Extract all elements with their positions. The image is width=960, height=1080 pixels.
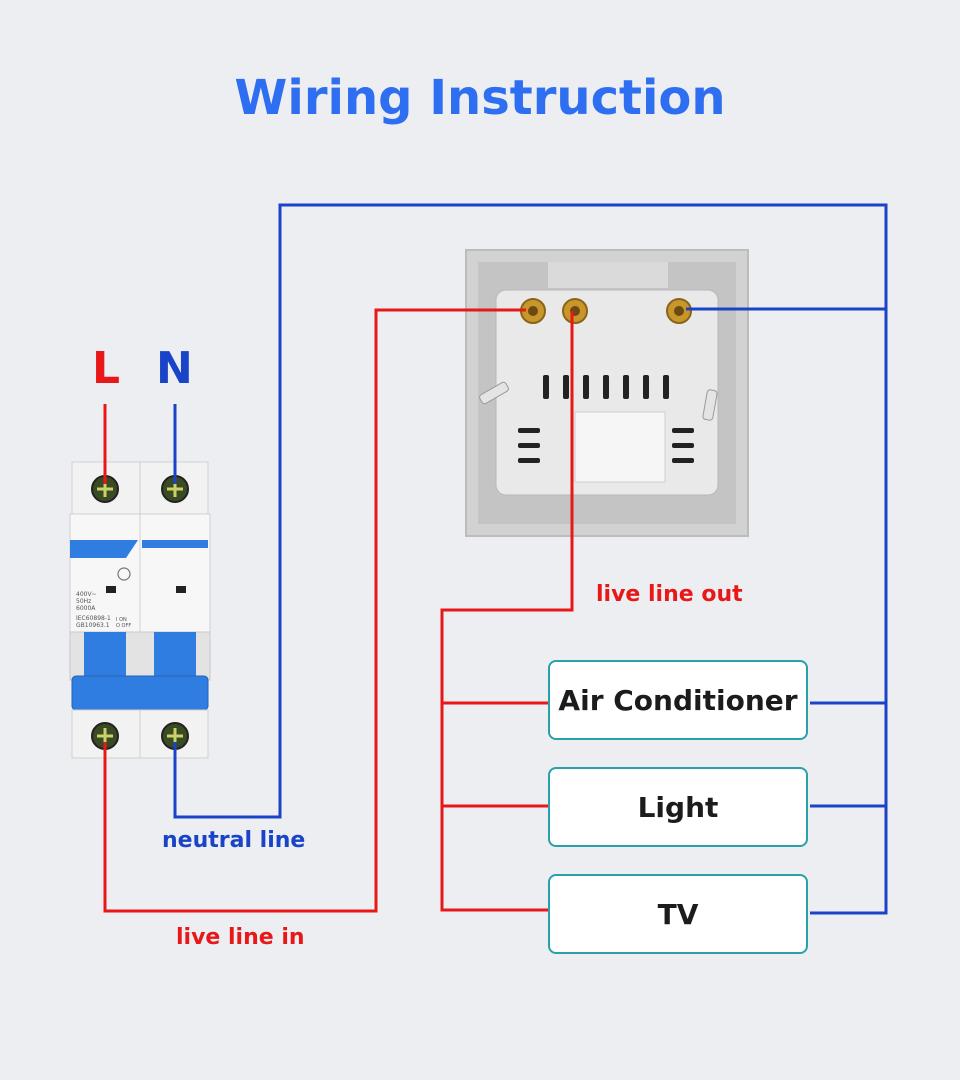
breaker-toggle — [71, 675, 209, 711]
live-pole-label: L — [92, 343, 121, 394]
switch-terminal-n — [666, 298, 692, 324]
live-line-out-label: live line out — [596, 582, 743, 607]
breaker-print-1: 400V~ — [76, 591, 97, 598]
load-tv: TV — [548, 874, 808, 954]
load-light: Light — [548, 767, 808, 847]
breaker-print-5: GB10963.1 — [76, 622, 110, 629]
live-wire-in — [103, 308, 526, 913]
wall-switch — [465, 249, 749, 537]
breaker-print-off: O OFF — [116, 623, 131, 629]
page-title: Wiring Instruction — [234, 70, 726, 126]
mounting-screw-left — [479, 381, 509, 405]
load-air-conditioner: Air Conditioner — [548, 660, 808, 740]
breaker-print-on: I ON — [116, 617, 127, 623]
live-line-in-label: live line in — [176, 925, 305, 950]
circuit-breaker: 400V~ 50Hz 6000A IEC60898-1 GB10963.1 I … — [69, 461, 211, 759]
breaker-terminal-bottom-l — [91, 722, 119, 750]
breaker-print-2: 50Hz — [76, 598, 91, 605]
breaker-terminal-bottom-n — [161, 722, 189, 750]
switch-terminal-l — [520, 298, 546, 324]
neutral-wire-main — [173, 203, 888, 915]
neutral-pole-label: N — [156, 343, 193, 394]
breaker-print-3: 6000A — [76, 605, 96, 612]
neutral-line-label: neutral line — [162, 828, 306, 853]
mounting-screw-right — [702, 389, 718, 421]
switch-terminal-l1 — [562, 298, 588, 324]
breaker-print-4: IEC60898-1 — [76, 615, 111, 622]
live-wire-out — [440, 311, 574, 912]
